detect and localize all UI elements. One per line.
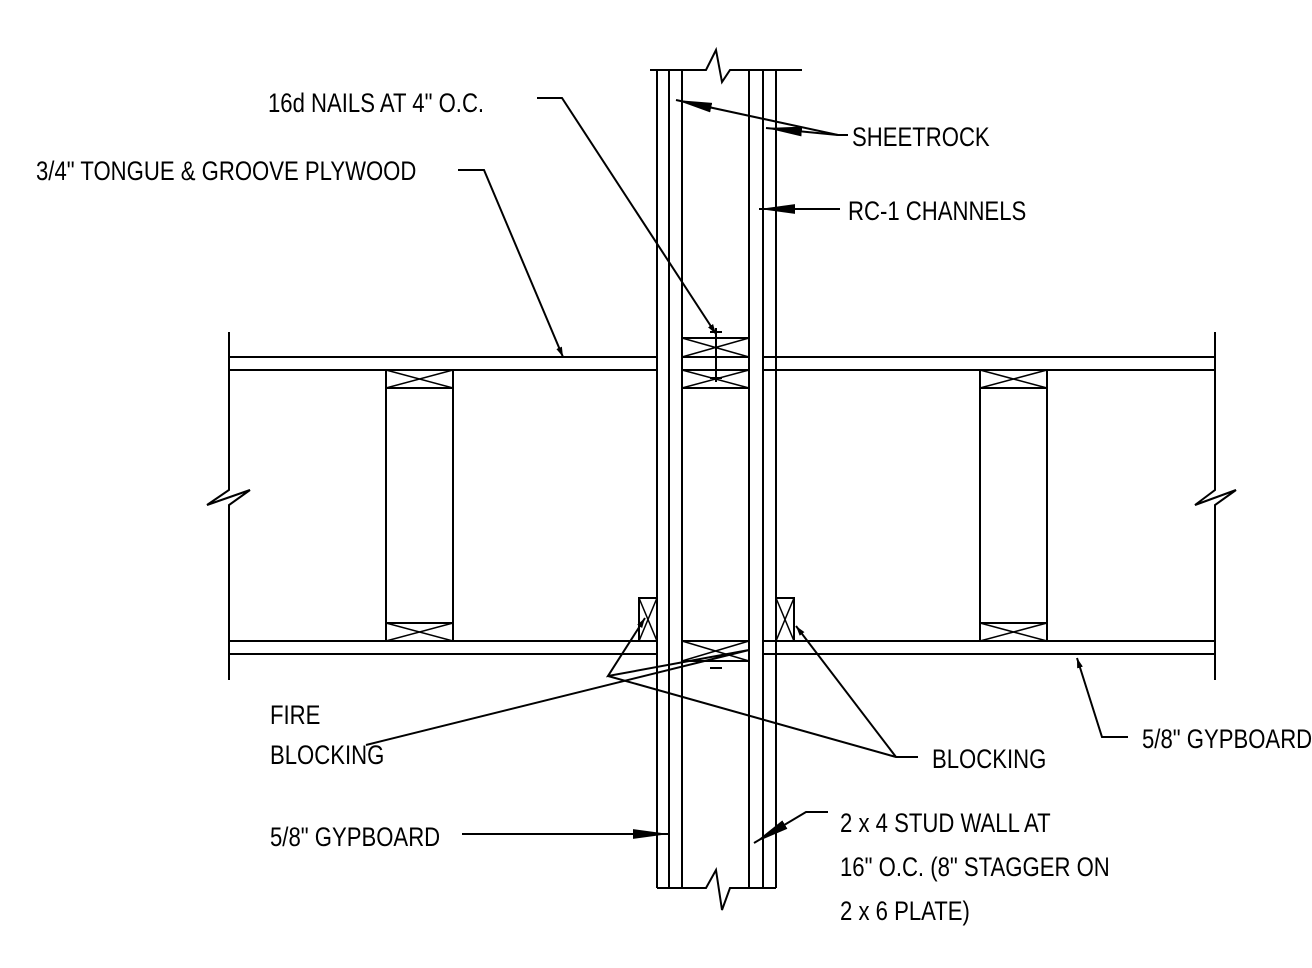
fire-blocking-label-2: BLOCKING bbox=[270, 741, 384, 771]
plywood-label: 3/4" TONGUE & GROOVE PLYWOOD bbox=[36, 157, 416, 187]
floor-assembly bbox=[206, 332, 1237, 680]
leader-lines bbox=[365, 97, 1128, 844]
joist-left bbox=[385, 369, 454, 642]
stud-wall bbox=[650, 46, 802, 911]
wall-top-plates bbox=[681, 328, 750, 389]
blocking-label: BLOCKING bbox=[932, 745, 1046, 775]
channels-label: RC-1 CHANNELS bbox=[848, 197, 1026, 227]
fire-blocking-piece bbox=[638, 597, 658, 642]
labels: 16d NAILS AT 4" O.C. 3/4" TONGUE & GROOV… bbox=[36, 89, 1312, 927]
blocking-piece bbox=[775, 597, 795, 642]
gypboard-left-label: 5/8" GYPBOARD bbox=[270, 823, 440, 853]
sheetrock-label: SHEETROCK bbox=[852, 123, 990, 153]
top-break-line bbox=[650, 46, 802, 85]
stud-wall-label-1: 2 x 4 STUD WALL AT bbox=[840, 809, 1051, 839]
right-break-line bbox=[1194, 332, 1237, 680]
joist-right bbox=[979, 369, 1048, 642]
left-break-line bbox=[206, 332, 251, 680]
fire-blocking-label-1: FIRE bbox=[270, 701, 320, 731]
bottom-break-line bbox=[657, 866, 776, 911]
stud-wall-label-3: 2 x 6 PLATE) bbox=[840, 897, 970, 927]
stud-wall-label-2: 16" O.C. (8" STAGGER ON bbox=[840, 853, 1110, 883]
gypboard-right-label: 5/8" GYPBOARD bbox=[1142, 725, 1312, 755]
nails-label: 16d NAILS AT 4" O.C. bbox=[268, 89, 484, 119]
